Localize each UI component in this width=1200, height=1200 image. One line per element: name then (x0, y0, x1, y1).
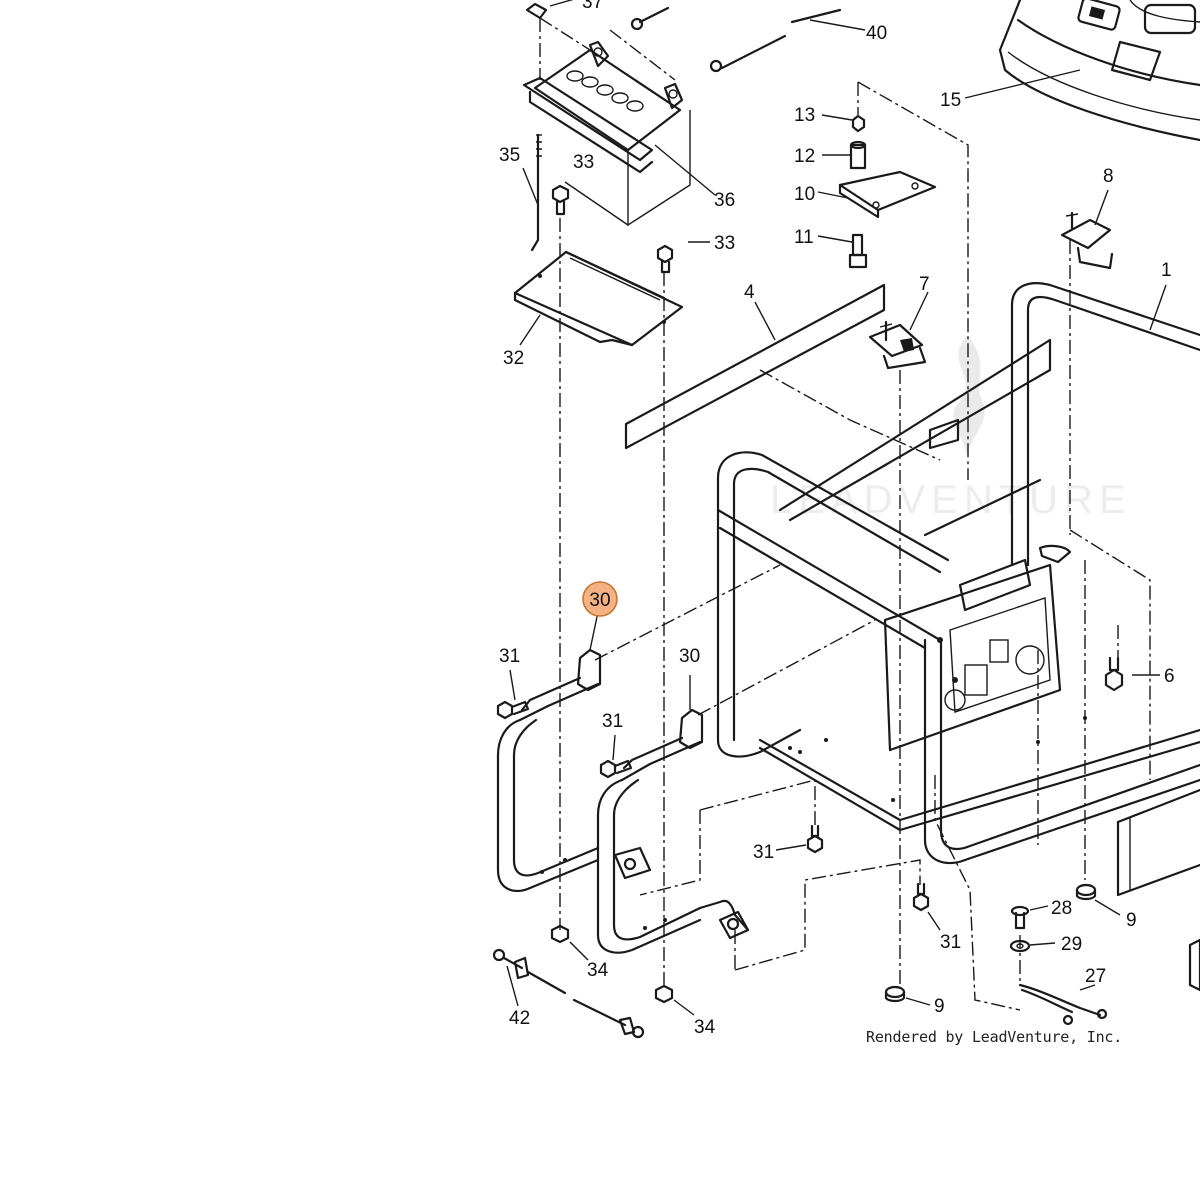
watermark-logo (922, 330, 1012, 460)
rod-35-part (530, 133, 542, 252)
callout-27[interactable]: 27 (1085, 966, 1106, 987)
callout-33-top[interactable]: 33 (573, 152, 594, 173)
mount-7-part (868, 320, 927, 370)
callout-34-left[interactable]: 34 (587, 960, 609, 981)
fuel-tank-part (998, 0, 1200, 142)
mount-8-part (1060, 211, 1114, 270)
callout-9-upper[interactable]: 9 (1126, 910, 1137, 931)
callout-31-middle[interactable]: 31 (602, 711, 623, 732)
battery-tray-part (513, 250, 684, 347)
callout-42[interactable]: 42 (509, 1008, 530, 1029)
callout-36[interactable]: 36 (714, 190, 735, 211)
callout-13[interactable]: 13 (794, 105, 815, 126)
callout-33-mid[interactable]: 33 (714, 233, 735, 254)
assembly-lines (539, 17, 1151, 1011)
bolt-31-part (496, 700, 930, 912)
callout-8[interactable]: 8 (1103, 166, 1114, 187)
side-rail-part (1116, 788, 1200, 992)
handle-frame-right-part (540, 708, 750, 954)
screw-28-part (1010, 905, 1030, 930)
callout-29[interactable]: 29 (1061, 934, 1082, 955)
callout-30[interactable]: 30 (679, 646, 700, 667)
callout-12[interactable]: 12 (794, 146, 815, 167)
callout-40[interactable]: 40 (866, 23, 887, 44)
cable-40-part (630, 6, 842, 73)
callout-34-right[interactable]: 34 (694, 1017, 716, 1038)
frame-1-part (778, 282, 1200, 567)
callout-31-left[interactable]: 31 (499, 646, 520, 667)
mount-10-13-part (838, 114, 937, 269)
bolt-6-part (1104, 656, 1124, 692)
callout-31-lower[interactable]: 31 (753, 842, 774, 863)
callout-15[interactable]: 15 (940, 90, 961, 111)
callout-11[interactable]: 11 (794, 227, 814, 248)
highlight-callout-circle[interactable] (582, 581, 618, 617)
wire-27-part (1018, 983, 1108, 1026)
cable-42-part (492, 948, 645, 1039)
bolt-33-part (551, 184, 674, 274)
callout-10[interactable]: 10 (794, 184, 815, 205)
callout-7[interactable]: 7 (919, 274, 930, 295)
callout-35[interactable]: 35 (499, 145, 520, 166)
callout-37[interactable]: 37 (582, 0, 603, 13)
callout-labels: 37 40 15 13 12 10 11 35 33 36 33 8 1 4 7… (499, 0, 1175, 1038)
callout-32[interactable]: 32 (503, 348, 524, 369)
callout-6[interactable]: 6 (1164, 666, 1175, 687)
grommet-9-part (884, 883, 1097, 1003)
nut-34-part (550, 924, 674, 1004)
terminal-37-part (525, 2, 548, 20)
callout-31-right[interactable]: 31 (940, 932, 961, 953)
callout-30-highlighted[interactable]: 30 (589, 590, 610, 611)
front-frame-part (716, 451, 1200, 865)
leader-lines (506, 0, 1167, 1016)
callout-1[interactable]: 1 (1161, 260, 1172, 281)
watermark-text: LEADVENTURE (770, 478, 1132, 522)
callout-4[interactable]: 4 (744, 282, 755, 303)
credit-text: Rendered by LeadVenture, Inc. (866, 1028, 1123, 1046)
strip-4-part (624, 283, 886, 450)
battery-part (522, 40, 691, 227)
callout-28[interactable]: 28 (1051, 898, 1072, 919)
control-box-part (883, 418, 1072, 752)
callout-9-lower[interactable]: 9 (934, 996, 945, 1017)
